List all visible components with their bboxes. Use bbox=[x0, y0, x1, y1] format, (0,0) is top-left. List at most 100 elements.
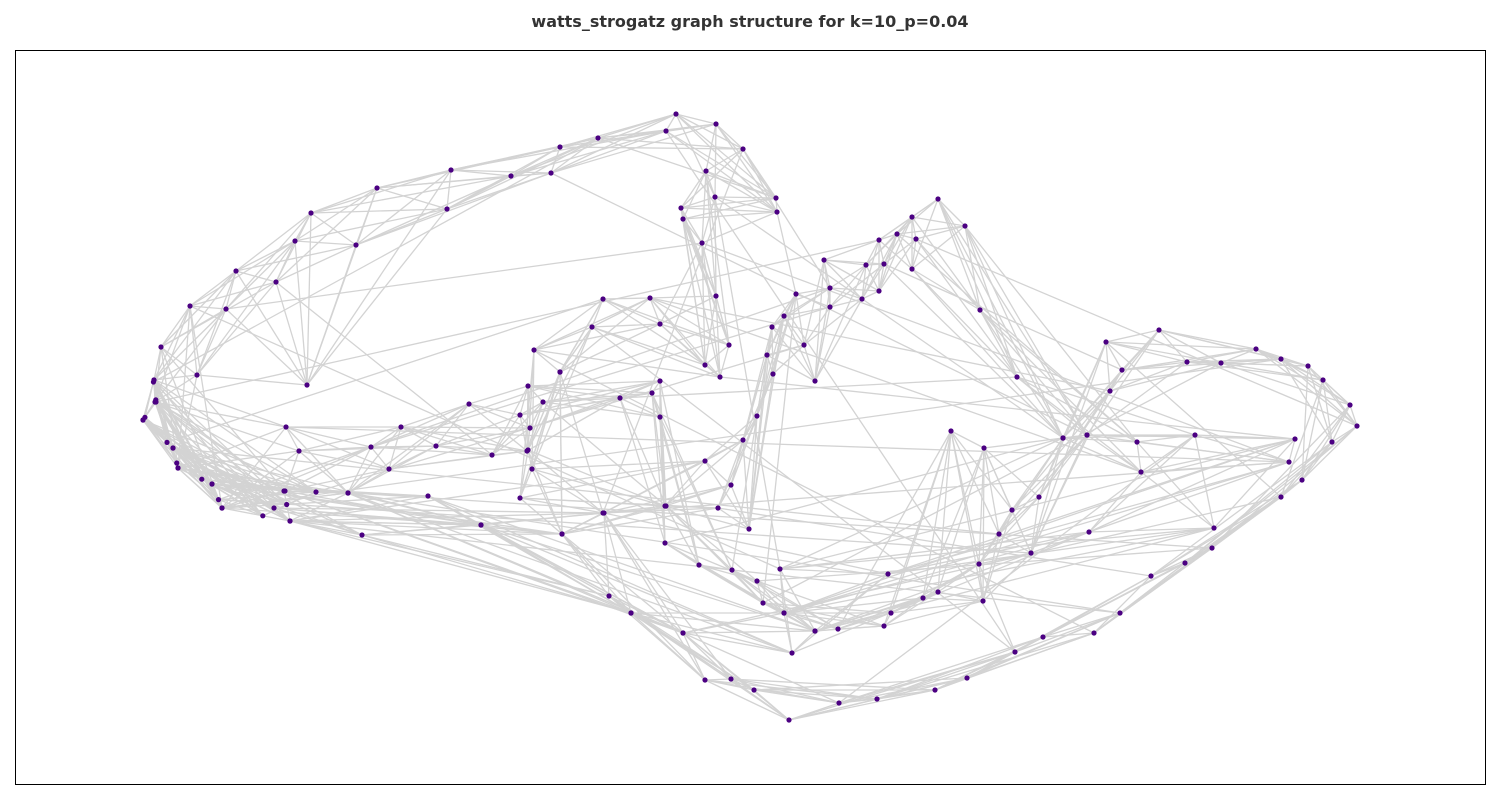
graph-edge bbox=[1042, 632, 1095, 638]
graph-node bbox=[715, 505, 721, 511]
graph-node bbox=[304, 382, 310, 388]
graph-edge bbox=[1088, 461, 1290, 533]
graph-edge bbox=[911, 198, 939, 218]
graph-edge bbox=[1016, 376, 1196, 436]
graph-edge bbox=[1105, 341, 1282, 498]
graph-edge bbox=[675, 113, 717, 125]
graph-node bbox=[764, 352, 770, 358]
graph-node bbox=[271, 505, 277, 511]
graph-node bbox=[600, 510, 606, 516]
graph-node bbox=[909, 214, 915, 220]
graph-edge bbox=[189, 240, 296, 307]
graph-edge bbox=[177, 467, 223, 509]
graph-node bbox=[881, 623, 887, 629]
graph-node bbox=[835, 626, 841, 632]
graph-node bbox=[174, 460, 180, 466]
graph-edge bbox=[756, 580, 764, 604]
graph-edge bbox=[310, 187, 378, 214]
graph-edge bbox=[664, 484, 732, 507]
graph-edge bbox=[355, 172, 552, 246]
graph-edge bbox=[876, 636, 1044, 700]
graph-edge bbox=[1301, 365, 1309, 481]
graph-edge bbox=[155, 399, 275, 509]
graph-edge bbox=[519, 349, 535, 499]
graph-edge bbox=[527, 371, 561, 451]
graph-edge bbox=[756, 580, 816, 632]
graph-node bbox=[517, 495, 523, 501]
graph-edge bbox=[878, 239, 913, 270]
graph-edge bbox=[435, 414, 521, 447]
graph-node bbox=[273, 279, 279, 285]
graph-edge bbox=[189, 270, 237, 307]
graph-node bbox=[793, 291, 799, 297]
graph-edge bbox=[225, 308, 308, 386]
graph-edge bbox=[221, 358, 1282, 509]
graph-edge bbox=[602, 484, 732, 514]
graph-edge bbox=[1213, 438, 1296, 529]
graph-edge bbox=[979, 309, 1088, 436]
graph-edge bbox=[1011, 496, 1040, 511]
graph-node bbox=[353, 242, 359, 248]
graph-edge bbox=[883, 233, 898, 265]
graph-node bbox=[769, 324, 775, 330]
graph-node bbox=[673, 111, 679, 117]
graph-edge bbox=[527, 385, 621, 399]
graph-node bbox=[1305, 363, 1311, 369]
graph-edge bbox=[531, 460, 706, 470]
graph-edge bbox=[142, 381, 155, 421]
graph-edge bbox=[189, 305, 227, 310]
graph-node bbox=[728, 676, 734, 682]
graph-node bbox=[1036, 494, 1042, 500]
graph-edge bbox=[446, 172, 552, 210]
graph-edge bbox=[315, 344, 805, 493]
graph-edge bbox=[361, 534, 632, 614]
graph-edge bbox=[682, 632, 793, 654]
graph-node bbox=[284, 501, 290, 508]
graph-node bbox=[657, 378, 663, 384]
graph-edge bbox=[347, 403, 470, 494]
graph-edge bbox=[597, 137, 777, 199]
graph-edge bbox=[591, 326, 706, 366]
graph-edge bbox=[665, 123, 717, 132]
graph-node bbox=[466, 401, 472, 407]
graph-node bbox=[935, 589, 941, 595]
graph-node bbox=[781, 313, 787, 319]
graph-node bbox=[836, 700, 842, 706]
graph-edge bbox=[911, 198, 939, 270]
graph-edge bbox=[289, 520, 482, 526]
graph-edge bbox=[937, 198, 966, 227]
graph-edge bbox=[273, 507, 605, 514]
graph-node bbox=[1028, 550, 1034, 556]
graph-edge bbox=[719, 376, 1296, 440]
graph-edge bbox=[153, 270, 237, 381]
graph-edge bbox=[665, 505, 758, 582]
graph-node bbox=[740, 437, 746, 443]
edge-layer bbox=[142, 113, 1358, 721]
graph-edge bbox=[527, 385, 661, 418]
graph-node bbox=[1148, 573, 1154, 579]
graph-edge bbox=[218, 498, 1032, 554]
graph-edge bbox=[779, 568, 816, 632]
graph-edge bbox=[275, 244, 357, 283]
graph-edge bbox=[510, 113, 677, 177]
graph-edge bbox=[294, 208, 448, 242]
graph-node bbox=[680, 630, 686, 636]
graph-edge bbox=[783, 315, 816, 382]
graph-edge bbox=[998, 434, 1088, 535]
graph-node bbox=[996, 531, 1002, 537]
graph-edge bbox=[550, 130, 667, 174]
graph-edge bbox=[783, 287, 831, 317]
graph-edge bbox=[310, 175, 512, 214]
graph-edge bbox=[591, 323, 661, 328]
graph-edge bbox=[531, 326, 593, 470]
graph-edge bbox=[153, 374, 198, 381]
graph-edge bbox=[675, 113, 716, 198]
graph-edge bbox=[665, 505, 733, 571]
graph-edge bbox=[1194, 434, 1296, 440]
graph-edge bbox=[435, 403, 470, 447]
graph-edge bbox=[865, 264, 880, 292]
graph-node bbox=[713, 293, 719, 299]
graph-node bbox=[517, 412, 523, 418]
graph-edge bbox=[1030, 437, 1064, 554]
graph-node bbox=[976, 561, 982, 567]
